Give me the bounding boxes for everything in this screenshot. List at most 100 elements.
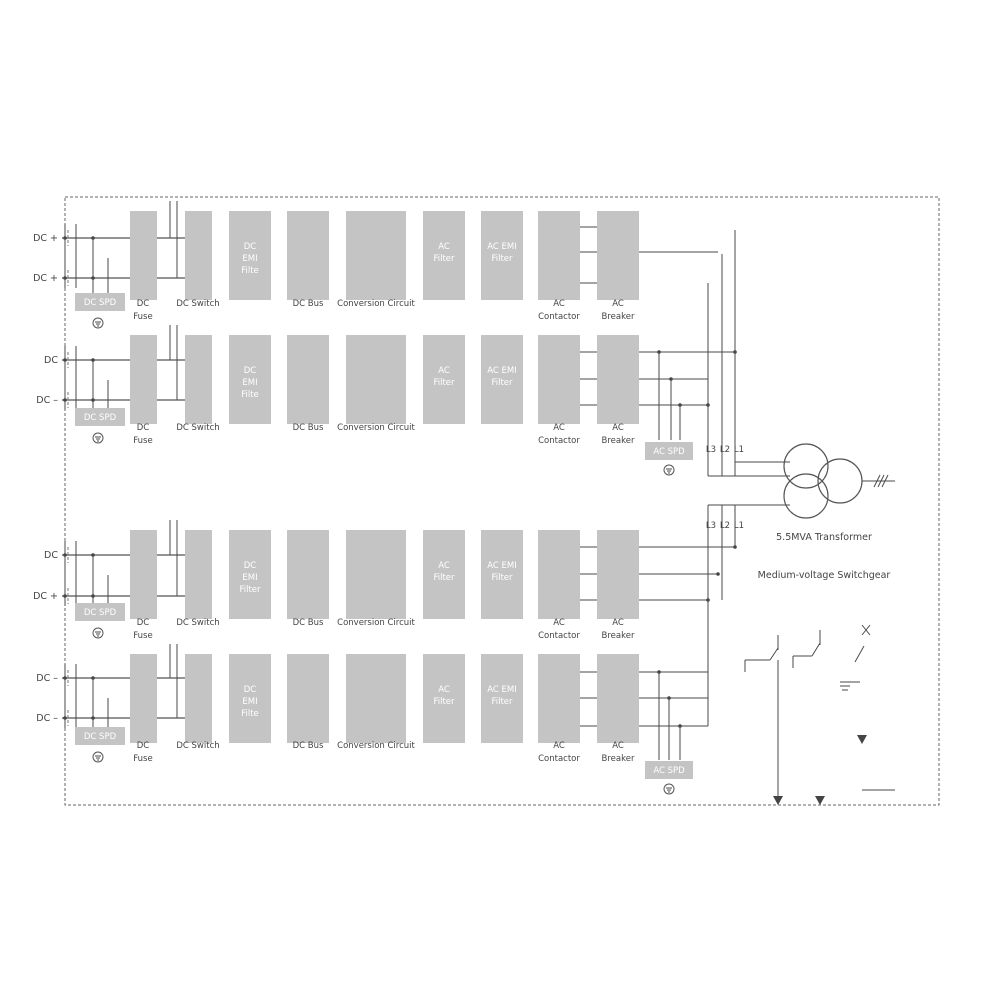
transformer-label: 5.5MVA Transformer <box>776 532 872 543</box>
bus-block <box>287 335 329 424</box>
fuse-block <box>130 530 157 619</box>
bus-block <box>287 654 329 743</box>
conv-block <box>346 211 406 300</box>
grid-connection-section <box>744 443 895 805</box>
ac-breaker-label: AC <box>612 741 624 751</box>
dc-switch-label: DC Switch <box>176 741 219 751</box>
dc-bus-label: DC Bus <box>293 423 324 433</box>
dc-input-label: DC – <box>36 673 58 684</box>
dc-emi-filter-text: Filte <box>241 709 259 719</box>
ac-spd-block <box>645 442 693 460</box>
ac-contactor-label: Contactor <box>538 631 580 641</box>
dc-input-label: DC – <box>36 395 58 406</box>
dc-fuse-label: DC <box>137 741 150 751</box>
acemi-block <box>481 335 523 424</box>
conversion-label: Conversion Circuit <box>337 618 415 628</box>
dc-switch-label: DC Switch <box>176 618 219 628</box>
dc-emi-filter-text: EMI <box>242 573 257 583</box>
ac-breaker-label: AC <box>612 299 624 309</box>
emi-block <box>229 654 271 743</box>
emi-block <box>229 211 271 300</box>
mv-breaker-icon <box>811 642 821 657</box>
earthing-switch-icon <box>854 645 865 663</box>
fuse-block <box>130 211 157 300</box>
ac-contactor-label: Contactor <box>538 436 580 446</box>
ac-filter-text: Filter <box>433 573 455 583</box>
ac-emi-filter-text: AC EMI <box>487 685 517 695</box>
conv-block <box>346 530 406 619</box>
emi-block <box>229 530 271 619</box>
ground-icon <box>663 783 675 795</box>
conv-block <box>346 654 406 743</box>
earthing-switch-icon <box>861 624 871 636</box>
ac-breaker-label: AC <box>612 618 624 628</box>
bus-block <box>287 530 329 619</box>
dc-spd-block <box>75 727 125 745</box>
ac-emi-filter-text: AC EMI <box>487 242 517 252</box>
dc-input-label: DC <box>44 355 58 366</box>
ac-breaker-label: Breaker <box>602 631 635 641</box>
ac-breaker-label: Breaker <box>602 312 635 322</box>
ac-contactor-label: Contactor <box>538 754 580 764</box>
cont-block <box>538 654 580 743</box>
brk-block <box>597 654 639 743</box>
ac-filter-text: AC <box>438 561 450 571</box>
dc-switch-label: DC Switch <box>176 299 219 309</box>
system-boundary <box>64 196 940 806</box>
dc-bus-label: DC Bus <box>293 299 324 309</box>
fuse-block <box>130 335 157 424</box>
ac-emi-filter-text: Filter <box>491 254 513 264</box>
dc-fuse-label: Fuse <box>133 436 152 446</box>
dc-emi-filter-text: EMI <box>242 254 257 264</box>
ac-breaker-label: AC <box>612 423 624 433</box>
ac-emi-filter-text: Filter <box>491 573 513 583</box>
ac-contactor-label: AC <box>553 741 565 751</box>
dc-input-label: DC + <box>33 591 58 602</box>
conversion-label: Conversion Circuit <box>337 741 415 751</box>
cont-block <box>538 335 580 424</box>
cont-block <box>538 211 580 300</box>
dc-spd-block <box>75 603 125 621</box>
dc-spd-label: DC SPD <box>84 608 117 618</box>
dc-emi-filter-text: EMI <box>242 697 257 707</box>
ac-breaker-label: Breaker <box>602 436 635 446</box>
phase-label: L1 <box>734 445 744 455</box>
ac-emi-filter-text: AC EMI <box>487 561 517 571</box>
dc-emi-filter-text: DC <box>244 366 257 376</box>
acemi-block <box>481 654 523 743</box>
brk-block <box>597 211 639 300</box>
ac-emi-filter-text: AC EMI <box>487 366 517 376</box>
transformer-winding-icon <box>783 443 829 489</box>
sw-block <box>185 654 212 743</box>
ac-filter-text: Filter <box>433 378 455 388</box>
phase-label: L3 <box>706 521 716 531</box>
dc-input-label: DC + <box>33 233 58 244</box>
ac-spd-label: AC SPD <box>653 447 685 457</box>
cont-block <box>538 530 580 619</box>
switchgear-label: Medium-voltage Switchgear <box>758 570 891 581</box>
sw-block <box>185 530 212 619</box>
dc-switch-label: DC Switch <box>176 423 219 433</box>
ground-icon <box>92 751 104 763</box>
dc-fuse-label: DC <box>137 423 150 433</box>
three-phase-mark <box>873 474 881 488</box>
emi-block <box>229 335 271 424</box>
mv-breaker-icon <box>769 647 779 661</box>
dc-fuse-label: DC <box>137 618 150 628</box>
brk-block <box>597 530 639 619</box>
brk-block <box>597 335 639 424</box>
acf-block <box>423 211 465 300</box>
mv-feeder-arrow-icon <box>773 796 783 805</box>
dc-emi-filter-text: DC <box>244 685 257 695</box>
ac-spd-label: AC SPD <box>653 766 685 776</box>
sw-block <box>185 335 212 424</box>
ac-filter-text: AC <box>438 242 450 252</box>
conversion-label: Conversion Circuit <box>337 299 415 309</box>
ac-emi-filter-text: Filter <box>491 697 513 707</box>
phase-label: L3 <box>706 445 716 455</box>
ac-emi-filter-text: Filter <box>491 378 513 388</box>
ground-icon <box>92 627 104 639</box>
ac-filter-text: AC <box>438 685 450 695</box>
dc-emi-filter-text: Filter <box>239 585 261 595</box>
